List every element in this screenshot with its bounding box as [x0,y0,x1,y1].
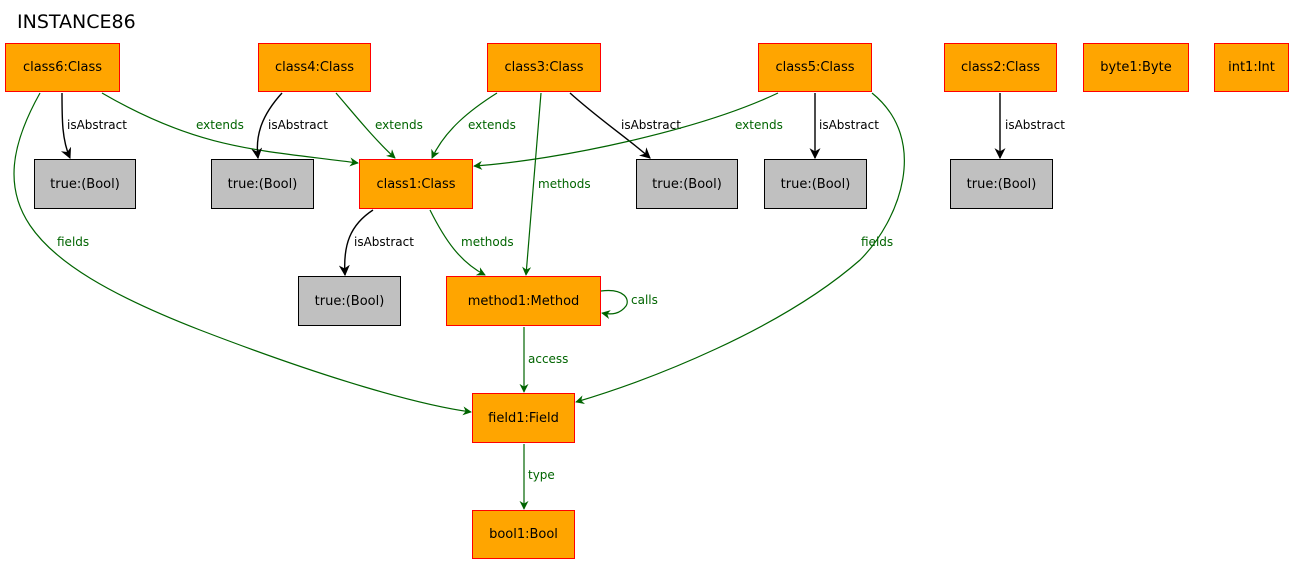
object-node-class6: class6:Class [5,43,120,92]
edge-class5-extends-class1 [473,92,779,170]
value-node-true-class1: true:(Bool) [298,276,401,326]
edge-label-access: access [528,352,568,366]
edge-class3-isAbstract-true_class3 [569,92,651,159]
edge-label-extends: extends [196,118,244,132]
object-node-method1: method1:Method [446,276,601,326]
object-node-class4: class4:Class [258,43,371,92]
edge-label-methods: methods [461,235,514,249]
edge-class1-isAbstract-true_class1 [338,209,374,277]
value-node-true-class5: true:(Bool) [764,159,867,209]
value-node-true-class2: true:(Bool) [950,159,1053,209]
object-node-byte1: byte1:Byte [1083,43,1189,92]
edge-label-calls: calls [631,293,658,307]
edge-method1-calls-method1 [600,289,628,319]
edge-class6-fields-field1 [13,92,472,416]
edge-label-methods: methods [538,177,591,191]
edge-class1-methods-method1 [429,209,486,276]
object-node-field1: field1:Field [472,393,575,443]
edge-label-extends: extends [468,118,516,132]
edge-label-fields: fields [861,235,893,249]
object-node-int1: int1:Int [1214,43,1289,92]
edge-label-isAbstract: isAbstract [621,118,681,132]
edge-label-extends: extends [375,118,423,132]
object-node-class1: class1:Class [359,159,473,209]
edge-label-isAbstract: isAbstract [67,118,127,132]
object-node-class3: class3:Class [487,43,601,92]
object-node-bool1: bool1:Bool [472,510,575,559]
value-node-true-class6: true:(Bool) [34,159,136,209]
edge-class5-fields-field1 [575,92,905,405]
edge-class6-extends-class1 [101,92,359,167]
edge-class4-isAbstract-true_class4 [251,92,283,160]
edge-label-isAbstract: isAbstract [354,235,414,249]
edge-class3-extends-class1 [431,92,498,159]
value-node-true-class3: true:(Bool) [636,159,738,209]
object-node-class5: class5:Class [758,43,872,92]
edge-class4-extends-class1 [335,92,396,159]
edge-label-extends: extends [735,118,783,132]
object-node-class2: class2:Class [944,43,1057,92]
edge-label-type: type [528,468,555,482]
edge-class6-isAbstract-true_class6 [60,92,72,160]
edge-label-isAbstract: isAbstract [819,118,879,132]
edge-label-fields: fields [57,235,89,249]
edge-class3-methods-method1 [522,92,542,276]
diagram-title: INSTANCE86 [17,11,136,33]
value-node-true-class4: true:(Bool) [211,159,314,209]
edge-label-isAbstract: isAbstract [1005,118,1065,132]
edge-label-isAbstract: isAbstract [268,118,328,132]
